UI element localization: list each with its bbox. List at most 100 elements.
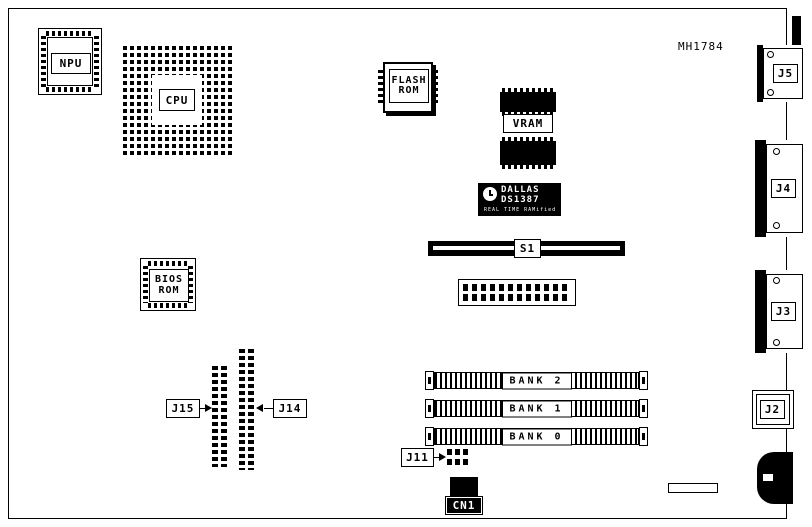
mounting-hole (773, 339, 780, 346)
flash-rom-label-line2: ROM (398, 85, 420, 96)
j11-label: J11 (401, 448, 434, 467)
pin-row (46, 87, 94, 92)
j11-arrow-head (439, 453, 446, 461)
bios-rom-label-line2: ROM (158, 284, 180, 296)
pin-row (502, 88, 554, 93)
j4-connector: J4 (755, 140, 804, 237)
mounting-hole (767, 51, 774, 58)
clock-hand (489, 194, 493, 196)
flash-rom-label: FLASH ROM (389, 69, 429, 103)
s1-label: S1 (514, 239, 541, 258)
pin-row (94, 36, 99, 87)
socket-clip (639, 427, 648, 446)
pin-row (188, 266, 193, 303)
io-bracket (792, 16, 801, 46)
dallas-subtitle: REAL TIME RAMified (484, 207, 557, 213)
bank-1-socket: BANK 1 (425, 398, 648, 419)
pin-column (239, 349, 245, 470)
connector-shell (766, 144, 803, 233)
mounting-hole (773, 277, 780, 284)
pin-row (143, 266, 148, 303)
j14-label: J14 (273, 399, 307, 418)
vram-chip-top (500, 88, 556, 116)
din-connector (757, 452, 793, 504)
pin-row (378, 70, 383, 106)
cn1-label: CN1 (445, 496, 483, 515)
connector-face (755, 270, 766, 353)
pin-row (502, 111, 554, 116)
j5-connector: J5 (757, 45, 804, 102)
flash-rom-label-line1: FLASH (391, 74, 427, 86)
bank-2-label: BANK 2 (501, 372, 572, 389)
flash-rom-chip: FLASH ROM (378, 62, 438, 118)
dallas-logo-icon (483, 187, 497, 201)
pin-column (248, 349, 254, 470)
pin-row (148, 303, 188, 308)
pin-row (148, 261, 188, 266)
board-outline (8, 8, 787, 519)
socket-clip (639, 371, 648, 390)
j2-connector: J2 (752, 390, 794, 429)
dallas-part-number: DS1387 (501, 195, 540, 205)
socket-clip (425, 427, 434, 446)
j15-arrow-head (205, 404, 212, 412)
j3-connector: J3 (755, 270, 804, 353)
j14-arrow-head (256, 404, 263, 412)
pin-row (46, 31, 94, 36)
cn1-label-text: CN1 (452, 499, 476, 512)
chip-body (500, 141, 556, 165)
connector-face (757, 45, 763, 102)
connector-notch (763, 474, 773, 481)
part-number: MH1784 (678, 40, 724, 53)
j15-label: J15 (166, 399, 200, 418)
npu-chip: NPU (38, 28, 102, 95)
vram-label: VRAM (503, 114, 553, 133)
vram-chip-bottom (500, 137, 556, 169)
pin-row (447, 459, 469, 465)
chip-body (500, 92, 556, 112)
dip-header (458, 279, 576, 306)
j11-arrow (434, 457, 441, 458)
j11-jumper-block (447, 449, 469, 465)
bank-1-label-text: BANK 1 (509, 403, 564, 414)
pin-row (447, 449, 469, 455)
pin-column (212, 366, 218, 467)
connector-shell (756, 394, 790, 425)
cpu-label: CPU (159, 89, 195, 111)
connector-face (755, 140, 766, 237)
j5-label: J5 (773, 64, 798, 83)
pin-row (463, 284, 571, 291)
pin-row (41, 36, 46, 87)
bios-rom-label-line1: BIOS (154, 274, 184, 285)
mounting-hole (773, 222, 780, 229)
bank-0-label: BANK 0 (501, 428, 572, 445)
mounting-hole (767, 89, 774, 96)
dallas-brand: DALLAS (501, 185, 540, 195)
pin-row (502, 164, 554, 169)
pin-row (433, 70, 438, 106)
clock-hand (489, 190, 491, 195)
bios-rom-chip: BIOS ROM (140, 258, 196, 311)
pin-column (221, 366, 227, 467)
bank-2-socket: BANK 2 (425, 370, 648, 391)
pin-row (463, 294, 571, 301)
aux-connector (668, 483, 718, 493)
npu-label: NPU (51, 53, 91, 74)
j14-header (239, 349, 254, 470)
dallas-rtc-chip: DALLAS DS1387 REAL TIME RAMified (478, 183, 561, 216)
bank-0-socket: BANK 0 (425, 426, 648, 447)
j14-arrow (264, 408, 273, 409)
pin-row (502, 137, 554, 142)
socket-clip (639, 399, 648, 418)
bank-2-label-text: BANK 2 (509, 375, 564, 386)
bank-0-label-text: BANK 0 (509, 431, 564, 442)
j2-label: J2 (760, 400, 785, 419)
j4-label: J4 (771, 179, 796, 198)
socket-clip (425, 371, 434, 390)
j15-arrow (200, 408, 208, 409)
connector-shell (763, 48, 803, 99)
j15-header (212, 366, 227, 467)
connector-shell (766, 274, 803, 349)
cpu-socket: CPU (122, 45, 232, 155)
